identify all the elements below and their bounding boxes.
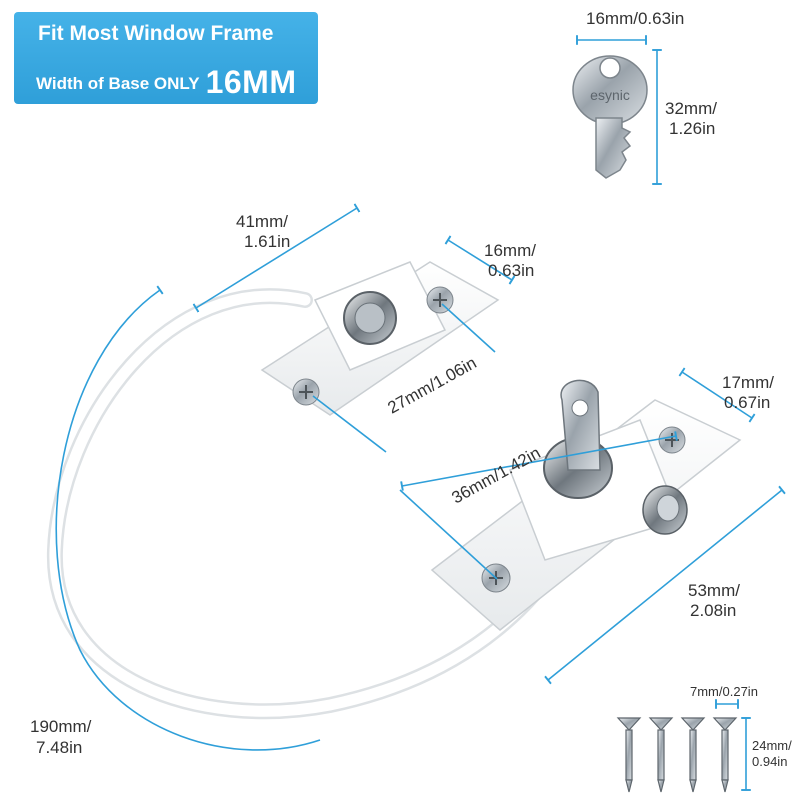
dimension-lines (55, 35, 786, 791)
screw-length-mm-label: 24mm/ (752, 738, 792, 753)
key-illustration: esynic (572, 55, 648, 179)
top-base-length-mm-label: 41mm/ (236, 212, 288, 231)
top-base-width-in-label: 0.63in (488, 261, 535, 280)
lock-base-width-mm-label: 17mm/ (722, 373, 774, 392)
screw-length-in-label: 0.94in (752, 754, 788, 769)
banner-title: Fit Most Window Frame (38, 22, 274, 45)
banner-subtitle-line: Width of Base ONLY 16MM (36, 64, 296, 101)
screw-width-label: 7mm/0.27in (690, 684, 758, 699)
headline-banner: Fit Most Window Frame Width of Base ONLY… (14, 12, 318, 104)
cable-anchor-base (260, 261, 500, 416)
cable-length-in-label: 7.48in (36, 738, 83, 757)
banner-subtitle: Width of Base ONLY (36, 74, 200, 93)
key-height-in-label: 1.26in (669, 119, 716, 138)
screws (616, 717, 738, 793)
cable-length-mm-label: 190mm/ (30, 717, 92, 736)
key-width-label: 16mm/0.63in (586, 9, 685, 28)
key-brand: esynic (590, 87, 630, 103)
banner-highlight: 16MM (205, 64, 297, 100)
key-height-mm-label: 32mm/ (665, 99, 717, 118)
lock-base-length-mm-label: 53mm/ (688, 581, 740, 600)
lock-base-length-in-label: 2.08in (690, 601, 737, 620)
lock-base-width-in-label: 0.67in (724, 393, 771, 412)
top-base-length-in-label: 1.61in (244, 232, 291, 251)
top-base-width-mm-label: 16mm/ (484, 241, 536, 260)
